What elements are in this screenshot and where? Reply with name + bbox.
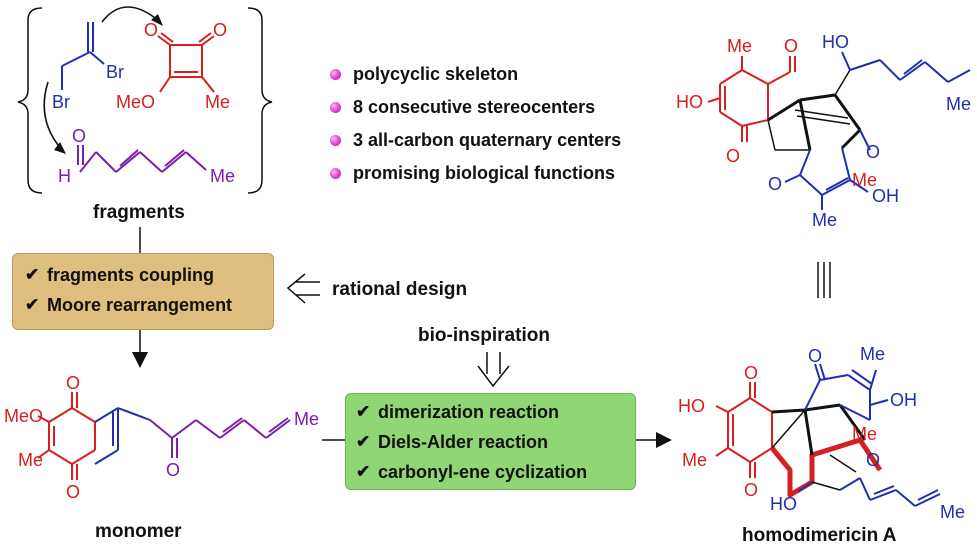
design-steps-box: ✔ fragments coupling ✔ Moore rearrangeme… — [12, 253, 274, 330]
bullet-icon — [330, 102, 341, 113]
equivalence-symbol — [817, 262, 831, 298]
right-brace — [247, 7, 273, 194]
arrow-to-product — [636, 432, 672, 448]
bio-step-text: dimerization reaction — [378, 401, 560, 422]
cyclobutenedione-fragment — [157, 32, 215, 93]
tr-oxygen-bottom: O — [726, 146, 740, 166]
check-icon: ✔ — [25, 295, 40, 314]
design-step-text: Moore rearrangement — [47, 294, 233, 315]
monomer-oxygen-ketone: O — [166, 460, 180, 480]
bio-inspiration-label: bio-inspiration — [418, 325, 550, 346]
bio-step-3: ✔ carbonyl-ene cyclization — [356, 457, 635, 487]
check-icon: ✔ — [25, 265, 40, 284]
methoxy-label-cb: MeO — [116, 92, 155, 112]
fragments-group: Br Br O O MeO Me — [17, 6, 273, 223]
bio-step-1: ✔ dimerization reaction — [356, 397, 635, 427]
bio-steps-box: ✔ dimerization reaction ✔ Diels-Alder re… — [345, 393, 636, 490]
check-icon: ✔ — [356, 402, 371, 421]
target-structure-drawing: Me O HO O Me HO O O OH Me Me — [676, 32, 971, 230]
methyl-label-ald: Me — [210, 166, 235, 186]
sorbaldehyde-fragment — [77, 145, 207, 173]
tr-hydroxy-right: OH — [872, 186, 899, 206]
methyl-label-cb: Me — [205, 92, 230, 112]
bullet-icon — [330, 168, 341, 179]
arrow-to-monomer — [132, 330, 148, 368]
hd-oxygen-right: O — [866, 450, 880, 470]
monomer-methoxy: MeO — [4, 406, 43, 426]
hd-methyl-top: Me — [860, 344, 885, 364]
feature-text: 8 consecutive stereocenters — [353, 97, 596, 117]
hd-methyl-mid: Me — [852, 424, 877, 444]
left-brace — [17, 7, 43, 194]
hd-oxygen-top: O — [744, 363, 758, 383]
curved-arrow-top — [101, 6, 161, 23]
curved-arrow-left — [43, 81, 63, 151]
arrowhead-left — [54, 142, 66, 154]
monomer-label: monomer — [95, 521, 182, 542]
homodimericin-structure: O HO Me O Me O Me OH O HO Me homodimeric… — [678, 344, 965, 546]
hd-hydroxy-right: OH — [890, 390, 917, 410]
design-step-text: fragments coupling — [47, 264, 215, 285]
rational-design-label: rational design — [332, 279, 467, 300]
tr-oxygen-right: O — [866, 142, 880, 162]
tr-hydroxy-left: HO — [676, 92, 703, 112]
hd-oxygen-ketone-top: O — [808, 346, 822, 366]
feature-item-2: 8 consecutive stereocenters — [330, 97, 595, 118]
design-step-2: ✔ Moore rearrangement — [25, 290, 273, 320]
bromine-label-1: Br — [106, 62, 124, 82]
bio-inspiration-arrow — [477, 352, 510, 388]
rational-design-arrow — [286, 273, 320, 304]
monomer-methyl: Me — [18, 450, 43, 470]
hd-methyl-left: Me — [682, 450, 707, 470]
monomer-structure: O O MeO Me O Me monomer — [4, 373, 319, 542]
oxygen-label-cb1: O — [144, 20, 158, 40]
bio-step-text: carbonyl-ene cyclization — [378, 461, 588, 482]
feature-item-4: promising biological functions — [330, 163, 615, 184]
tr-oxygen-left: O — [768, 174, 782, 194]
monomer-oxygen-top: O — [66, 373, 80, 393]
arrowhead-top — [151, 14, 163, 26]
hd-methyl-chain-end: Me — [940, 502, 965, 522]
hd-hydroxy-bottom: HO — [770, 494, 797, 514]
monomer-oxygen-bottom: O — [66, 482, 80, 502]
bio-step-text: Diels-Alder reaction — [378, 431, 549, 452]
tr-methyl-bottom: Me — [812, 210, 837, 230]
tr-hydroxy-top: HO — [822, 32, 849, 52]
oxygen-label-cb2: O — [213, 20, 227, 40]
hydrogen-label-ald: H — [58, 166, 71, 186]
tr-methyl-chain-end: Me — [946, 94, 971, 114]
tr-methyl-mid: Me — [852, 170, 877, 190]
monomer-methyl-end: Me — [294, 409, 319, 429]
bromoallyl-fragment — [61, 22, 105, 90]
design-step-1: ✔ fragments coupling — [25, 260, 273, 290]
hd-oxygen-bottom: O — [744, 480, 758, 500]
tr-oxygen-top: O — [784, 36, 798, 56]
feature-text: promising biological functions — [353, 163, 616, 183]
check-icon: ✔ — [356, 462, 371, 481]
fragments-label: fragments — [93, 202, 185, 223]
bullet-icon — [330, 69, 341, 80]
oxygen-label-ald: O — [72, 126, 86, 146]
bullet-icon — [330, 135, 341, 146]
feature-text: polycyclic skeleton — [353, 64, 519, 84]
feature-item-1: polycyclic skeleton — [330, 64, 518, 85]
feature-text: 3 all-carbon quaternary centers — [353, 130, 622, 150]
bio-step-2: ✔ Diels-Alder reaction — [356, 427, 635, 457]
tr-methyl-top: Me — [727, 36, 752, 56]
hd-hydroxy-left: HO — [678, 396, 705, 416]
bromine-label-2: Br — [52, 92, 70, 112]
check-icon: ✔ — [356, 432, 371, 451]
feature-item-3: 3 all-carbon quaternary centers — [330, 130, 621, 151]
product-label: homodimericin A — [742, 525, 897, 546]
